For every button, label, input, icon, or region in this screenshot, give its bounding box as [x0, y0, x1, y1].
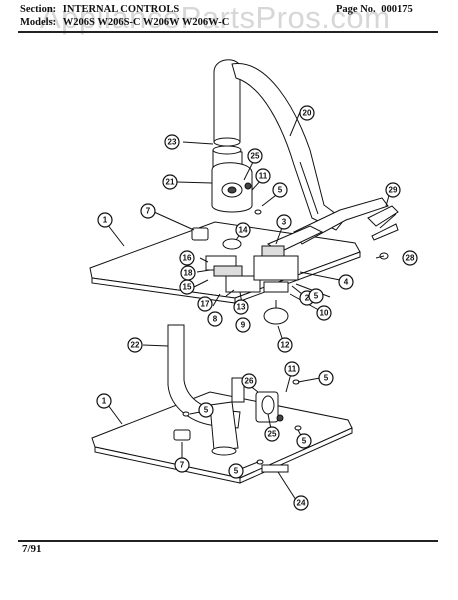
- callout-5-f: 5: [228, 463, 244, 479]
- callout-29: 29: [385, 182, 401, 198]
- svg-text:7: 7: [180, 461, 185, 470]
- svg-text:15: 15: [183, 283, 192, 292]
- callout-5-d: 5: [198, 402, 214, 418]
- callout-10: 10: [316, 305, 332, 321]
- svg-text:18: 18: [184, 269, 193, 278]
- callout-26: 26: [241, 373, 257, 389]
- svg-text:11: 11: [259, 172, 268, 181]
- svg-text:5: 5: [314, 292, 319, 301]
- svg-text:3: 3: [282, 218, 287, 227]
- svg-text:11: 11: [288, 365, 297, 374]
- section-label: Section:: [20, 4, 57, 15]
- callout-15: 15: [179, 279, 195, 295]
- svg-text:13: 13: [237, 303, 246, 312]
- header-rule: [18, 31, 438, 33]
- callout-20: 20: [299, 105, 315, 121]
- footer-date: 7/91: [22, 543, 42, 555]
- svg-text:5: 5: [234, 467, 239, 476]
- section-line: Section: INTERNAL CONTROLS: [20, 4, 179, 15]
- svg-text:25: 25: [268, 430, 277, 439]
- callout-12: 12: [277, 337, 293, 353]
- callout-11-lower: 11: [284, 361, 300, 377]
- page-number: 000175: [381, 4, 413, 15]
- svg-text:24: 24: [297, 499, 306, 508]
- callout-17: 17: [197, 296, 213, 312]
- svg-text:14: 14: [239, 226, 248, 235]
- section-title: INTERNAL CONTROLS: [62, 4, 180, 15]
- svg-text:29: 29: [389, 186, 398, 195]
- svg-text:1: 1: [102, 397, 107, 406]
- callout-5-e: 5: [296, 433, 312, 449]
- callout-23: 23: [164, 134, 180, 150]
- callout-22: 22: [127, 337, 143, 353]
- svg-text:21: 21: [166, 178, 175, 187]
- svg-text:8: 8: [213, 315, 218, 324]
- svg-text:10: 10: [320, 309, 329, 318]
- callout-7-upper: 7: [140, 203, 156, 219]
- callout-16: 16: [179, 250, 195, 266]
- page-number-line: Page No. 000175: [336, 4, 413, 15]
- callout-3: 3: [276, 214, 292, 230]
- callout-7-lower: 7: [174, 457, 190, 473]
- callout-5-a: 5: [272, 182, 288, 198]
- lower-panel-components: [173, 377, 302, 473]
- svg-text:28: 28: [406, 254, 415, 263]
- callout-28: 28: [402, 250, 418, 266]
- callout-11-upper: 11: [255, 168, 271, 184]
- models-list: W206S W206S-C W206W W206W-C: [62, 17, 230, 28]
- svg-text:1: 1: [103, 216, 108, 225]
- models-label: Models:: [20, 17, 57, 28]
- svg-text:7: 7: [146, 207, 151, 216]
- svg-text:23: 23: [168, 138, 177, 147]
- svg-text:22: 22: [131, 341, 140, 350]
- svg-text:5: 5: [324, 374, 329, 383]
- svg-text:12: 12: [281, 341, 290, 350]
- callout-4: 4: [338, 274, 354, 290]
- callout-24: 24: [293, 495, 309, 511]
- svg-text:25: 25: [251, 152, 260, 161]
- svg-text:26: 26: [245, 377, 254, 386]
- callout-8: 8: [207, 311, 223, 327]
- connecting-hose-lower: [167, 324, 241, 456]
- svg-text:5: 5: [302, 437, 307, 446]
- callout-9: 9: [235, 317, 251, 333]
- svg-text:5: 5: [278, 186, 283, 195]
- callout-25-lower: 25: [264, 426, 280, 442]
- callout-25-upper: 25: [247, 148, 263, 164]
- page-label: Page No.: [336, 4, 376, 15]
- svg-text:16: 16: [183, 254, 192, 263]
- pressure-dome-assembly: [211, 162, 253, 213]
- callout-21: 21: [162, 174, 178, 190]
- callout-5-c: 5: [318, 370, 334, 386]
- svg-text:9: 9: [241, 321, 246, 330]
- callout-5-b: 5: [308, 288, 324, 304]
- svg-text:2: 2: [305, 294, 310, 303]
- callout-13: 13: [233, 299, 249, 315]
- callout-18: 18: [180, 265, 196, 281]
- svg-text:4: 4: [344, 278, 349, 287]
- svg-text:17: 17: [201, 300, 210, 309]
- models-line: Models: W206S W206S-C W206W W206W-C: [20, 17, 229, 28]
- footer-rule: [18, 540, 438, 542]
- upper-panel-components: [191, 182, 389, 325]
- svg-text:20: 20: [303, 109, 312, 118]
- callout-1-upper: 1: [97, 212, 113, 228]
- callout-1-lower: 1: [96, 393, 112, 409]
- callout-14: 14: [235, 222, 251, 238]
- svg-text:5: 5: [204, 406, 209, 415]
